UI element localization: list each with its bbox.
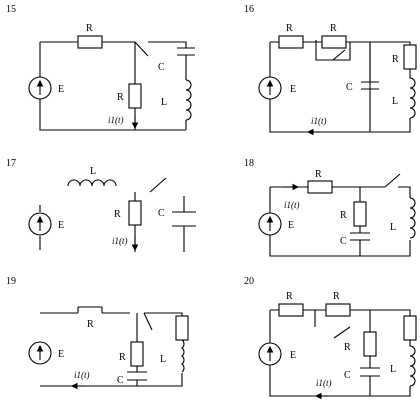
current-label: i1(t) bbox=[108, 115, 124, 125]
capacitor-label: C bbox=[340, 236, 347, 247]
voltage-source bbox=[258, 342, 282, 366]
circuit-number: 20 bbox=[244, 276, 254, 287]
circuit-16: 16 R R E C R L i1(t) bbox=[244, 4, 417, 136]
voltage-source bbox=[258, 212, 282, 236]
circuit-18: 18 R E i1(t) R C L bbox=[244, 158, 416, 257]
resistor-switched-label: R bbox=[330, 23, 337, 34]
resistor-switched bbox=[321, 35, 347, 49]
source-label: E bbox=[288, 220, 294, 231]
capacitor-label: C bbox=[344, 370, 351, 381]
current-label: i1(t) bbox=[316, 378, 332, 388]
resistor-branch-label: R bbox=[117, 92, 124, 103]
resistor-top bbox=[77, 35, 103, 49]
resistor-branch-label: R bbox=[344, 342, 351, 353]
resistor-top-1 bbox=[278, 303, 304, 317]
source-label: E bbox=[58, 349, 64, 360]
resistor-right bbox=[175, 315, 189, 341]
resistor-branch bbox=[130, 341, 144, 367]
resistor-right bbox=[403, 44, 417, 70]
inductor-label: L bbox=[160, 354, 166, 365]
inductor bbox=[67, 179, 117, 187]
resistor bbox=[128, 200, 142, 226]
inductor-label: L bbox=[390, 222, 396, 233]
voltage-source bbox=[258, 76, 282, 100]
inductor bbox=[409, 69, 416, 119]
resistor-top-2 bbox=[325, 303, 351, 317]
switch bbox=[149, 177, 167, 193]
voltage-source bbox=[28, 76, 52, 100]
capacitor-label: C bbox=[158, 62, 165, 73]
circuit-19: 19 R E R C L i1(t) bbox=[6, 276, 189, 390]
switch bbox=[134, 41, 149, 57]
resistor-branch bbox=[353, 201, 367, 227]
resistor-branch bbox=[363, 331, 377, 357]
inductor bbox=[409, 197, 416, 239]
resistor-right bbox=[403, 315, 417, 341]
capacitor-label: C bbox=[346, 82, 353, 93]
voltage-source bbox=[28, 341, 52, 365]
source-label: E bbox=[290, 84, 296, 95]
current-label: i1(t) bbox=[112, 236, 128, 246]
resistor-top bbox=[278, 35, 304, 49]
resistor-top-label: R bbox=[315, 169, 322, 180]
switch bbox=[333, 326, 351, 339]
resistor-top-2-label: R bbox=[333, 291, 340, 302]
inductor-label: L bbox=[161, 97, 167, 108]
switch bbox=[384, 173, 401, 188]
switch bbox=[143, 312, 153, 331]
resistor-top-label: R bbox=[86, 23, 93, 34]
circuit-number: 16 bbox=[244, 4, 254, 15]
inductor bbox=[185, 79, 192, 130]
current-label: i1(t) bbox=[284, 200, 300, 210]
inductor bbox=[181, 339, 185, 373]
source-label: E bbox=[58, 220, 64, 231]
switch bbox=[332, 49, 346, 61]
circuit-number: 17 bbox=[6, 158, 16, 169]
inductor-label: L bbox=[390, 364, 396, 375]
resistor-top-label: R bbox=[286, 23, 293, 34]
circuit-17: 17 L E R i1(t) C bbox=[6, 158, 196, 252]
capacitor-label: C bbox=[117, 375, 124, 386]
resistor-branch bbox=[128, 83, 142, 109]
inductor bbox=[409, 340, 416, 387]
voltage-source bbox=[28, 212, 52, 236]
circuit-15: 15 R E R i1(t) C L bbox=[6, 4, 195, 131]
resistor-top-label: R bbox=[87, 319, 94, 330]
circuit-number: 18 bbox=[244, 158, 254, 169]
circuit-number: 15 bbox=[6, 4, 16, 15]
resistor-branch-label: R bbox=[340, 210, 347, 221]
capacitor-label: C bbox=[158, 208, 165, 219]
current-label: i1(t) bbox=[74, 370, 90, 380]
resistor-label: R bbox=[114, 209, 121, 220]
current-label: i1(t) bbox=[311, 116, 327, 126]
circuit-20: 20 R R E R C L i1(t) bbox=[244, 276, 417, 400]
source-label: E bbox=[290, 350, 296, 361]
resistor-branch-label: R bbox=[119, 352, 126, 363]
resistor-top bbox=[307, 180, 333, 194]
source-label: E bbox=[58, 84, 64, 95]
inductor-label: L bbox=[90, 166, 96, 177]
inductor-label: L bbox=[392, 96, 398, 107]
resistor-top-1-label: R bbox=[286, 291, 293, 302]
resistor-right-label: R bbox=[392, 54, 399, 65]
circuit-number: 19 bbox=[6, 276, 16, 287]
